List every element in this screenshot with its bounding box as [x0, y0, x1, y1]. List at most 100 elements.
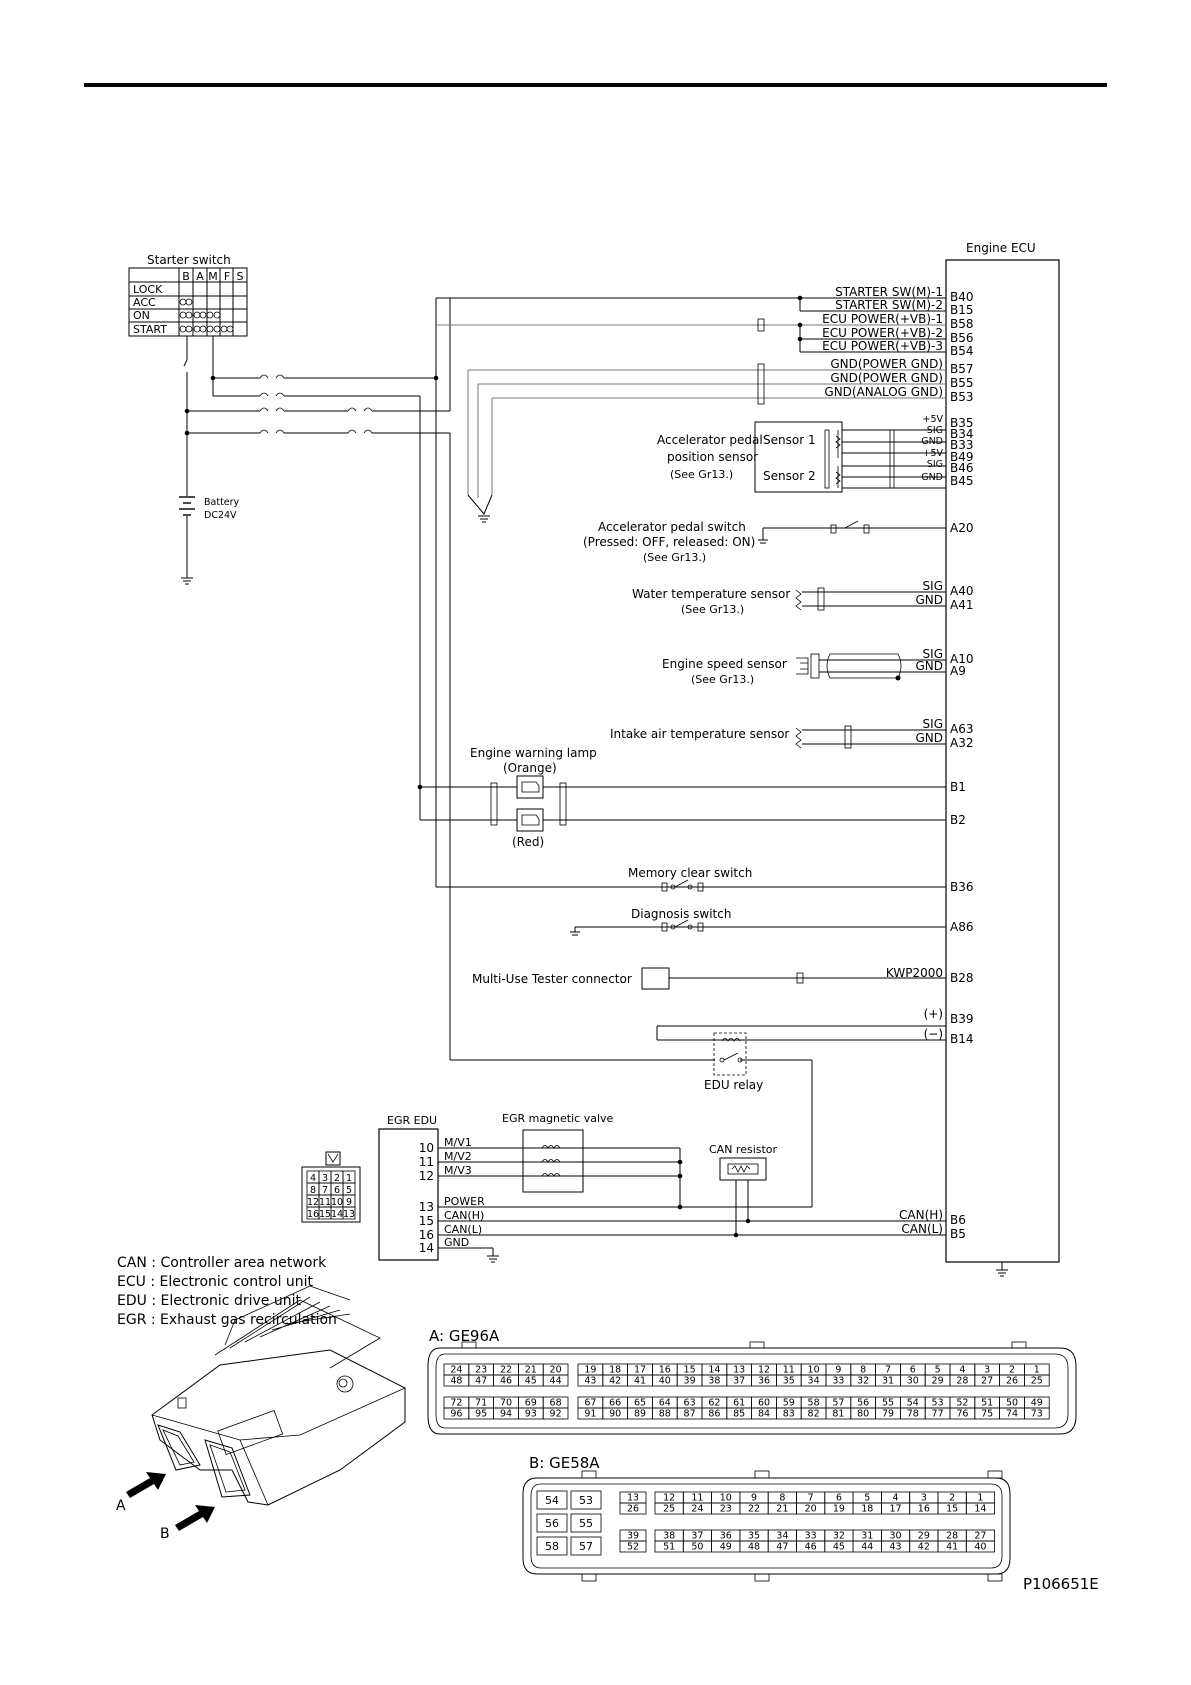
starter-col-f: F: [224, 270, 230, 283]
ecu-pin-a63: A63: [950, 722, 973, 736]
svg-text:Engine warning lamp: Engine warning lamp: [470, 746, 597, 760]
ecu-pin-b55: B55: [950, 376, 974, 390]
conn-a-pin: 32: [857, 1376, 869, 1387]
conn-a-pin: 45: [525, 1376, 537, 1387]
egr-edu-pin-14: 14: [419, 1241, 434, 1255]
egr-edu-signal: CAN(L): [444, 1223, 482, 1236]
conn-a-pin: 95: [475, 1409, 487, 1420]
conn-a-pin: 15: [684, 1365, 696, 1376]
conn-b-large-cell: [570, 1536, 602, 1556]
conn-b-pin: 42: [918, 1542, 930, 1553]
conn-b-pin: 39: [627, 1531, 639, 1542]
svg-text:Multi-Use Tester connector: Multi-Use Tester connector: [472, 972, 632, 986]
egr-edu-signal: POWER: [444, 1195, 485, 1208]
egr-magnetic-valve: EGR magnetic valve: [502, 1112, 614, 1193]
conn-a-pin: 24: [450, 1365, 462, 1376]
svg-text:A: GE96A: A: GE96A: [429, 1327, 500, 1345]
conn-b-pin: 17: [890, 1504, 902, 1515]
conn-a-pin: 89: [634, 1409, 646, 1420]
conn-b-large-cell: [536, 1490, 568, 1510]
conn-a-pin: 77: [932, 1409, 944, 1420]
conn-b-pin: 50: [691, 1542, 703, 1553]
edu-conn-pin: 1: [346, 1173, 352, 1184]
conn-a-pin: 75: [981, 1409, 993, 1420]
conn-a-pin: 2: [1009, 1365, 1015, 1376]
conn-b-pin: 11: [691, 1493, 703, 1504]
conn-a-pin: 28: [956, 1376, 968, 1387]
ecu-pin-b1: B1: [950, 780, 966, 794]
conn-b-large-pin: 56: [545, 1517, 559, 1530]
svg-text:(See Gr13.): (See Gr13.): [691, 673, 754, 686]
conn-a-pin: 68: [550, 1398, 562, 1409]
edu-conn-pin: 12: [307, 1197, 319, 1208]
conn-b-pin: 26: [627, 1504, 639, 1515]
conn-a-pin: 5: [935, 1365, 941, 1376]
ecu-pin-b36: B36: [950, 880, 974, 894]
svg-text:(See Gr13.): (See Gr13.): [643, 551, 706, 564]
conn-b-pin: 34: [776, 1531, 788, 1542]
conn-a-pin: 3: [984, 1365, 990, 1376]
conn-a-pin: 59: [783, 1398, 795, 1409]
edu-conn-pin: 4: [310, 1173, 316, 1184]
conn-a-pin: 65: [634, 1398, 646, 1409]
edu-conn-pin: 5: [346, 1185, 352, 1196]
battery-voltage: DC24V: [204, 510, 237, 521]
conn-b-pin: 43: [890, 1542, 902, 1553]
conn-b-pin: 12: [663, 1493, 675, 1504]
starter-row-on: ON: [133, 309, 150, 322]
conn-a-pin: 17: [634, 1365, 646, 1376]
conn-a-pin: 92: [550, 1409, 562, 1420]
ecu-pin-b5: B5: [950, 1227, 966, 1241]
conn-b-large-cell: [536, 1536, 568, 1556]
ecu-pin-b58: B58: [950, 317, 974, 331]
diagnosis-switch: Diagnosis switch: [570, 907, 946, 936]
svg-text:B: GE58A: B: GE58A: [529, 1454, 600, 1472]
conn-b-pin: 5: [864, 1493, 870, 1504]
conn-b-pin: 45: [833, 1542, 845, 1553]
conn-a-pin: 39: [684, 1376, 696, 1387]
conn-b-pin: 49: [720, 1542, 732, 1553]
intake-air-temp-sensor: Intake air temperature sensor: [610, 725, 946, 749]
ecu-pin-b33: B33: [950, 438, 974, 452]
arrow-a-icon: [126, 1472, 166, 1498]
legend-item: CAN : Controller area network: [117, 1255, 327, 1271]
edu-conn-pin: 10: [331, 1197, 343, 1208]
conn-a-pin: 66: [609, 1398, 621, 1409]
conn-a-pin: 8: [860, 1365, 866, 1376]
power-feed-wires: [187, 297, 800, 1061]
ecu-pin-b56: B56: [950, 331, 974, 345]
svg-text:(See Gr13.): (See Gr13.): [670, 468, 733, 481]
svg-text:EGR EDU: EGR EDU: [387, 1114, 437, 1127]
svg-text:(Orange): (Orange): [503, 761, 557, 775]
edu-conn-pin: 3: [322, 1173, 328, 1184]
svg-text:Sensor 2: Sensor 2: [763, 469, 816, 483]
conn-a-pin: 33: [832, 1376, 844, 1387]
conn-a-pin: 72: [450, 1398, 462, 1409]
ecu-title: Engine ECU: [966, 241, 1036, 255]
starter-row-start: START: [133, 323, 167, 336]
ecu-signal-label: SIG: [923, 717, 943, 731]
ecu-signal-label: CAN(L): [901, 1222, 943, 1236]
egr-edu-signal: M/V3: [444, 1164, 472, 1177]
svg-text:EDU relay: EDU relay: [704, 1078, 763, 1092]
starter-col-a: A: [196, 270, 204, 283]
arrow-b-icon: [175, 1505, 215, 1531]
conn-a-pin: 51: [981, 1398, 993, 1409]
conn-b-pin: 13: [627, 1493, 639, 1504]
svg-text:Water temperature sensor: Water temperature sensor: [632, 587, 790, 601]
ecu-pin-a20: A20: [950, 521, 973, 535]
conn-a-pin: 81: [832, 1409, 844, 1420]
conn-a-pin: 74: [1006, 1409, 1018, 1420]
conn-a-pin: 41: [634, 1376, 646, 1387]
conn-a-pin: 6: [910, 1365, 916, 1376]
conn-b-pin: 7: [808, 1493, 814, 1504]
ecu-signal-label: STARTER SW(M)-2: [835, 298, 943, 312]
conn-a-pin: 53: [932, 1398, 944, 1409]
accel-pedal-switch: Accelerator pedal switch (Pressed: OFF, …: [583, 520, 946, 564]
conn-a-pin: 94: [500, 1409, 512, 1420]
svg-text:Diagnosis switch: Diagnosis switch: [631, 907, 731, 921]
conn-b-pin: 19: [833, 1504, 845, 1515]
conn-a-pin: 49: [1031, 1398, 1043, 1409]
